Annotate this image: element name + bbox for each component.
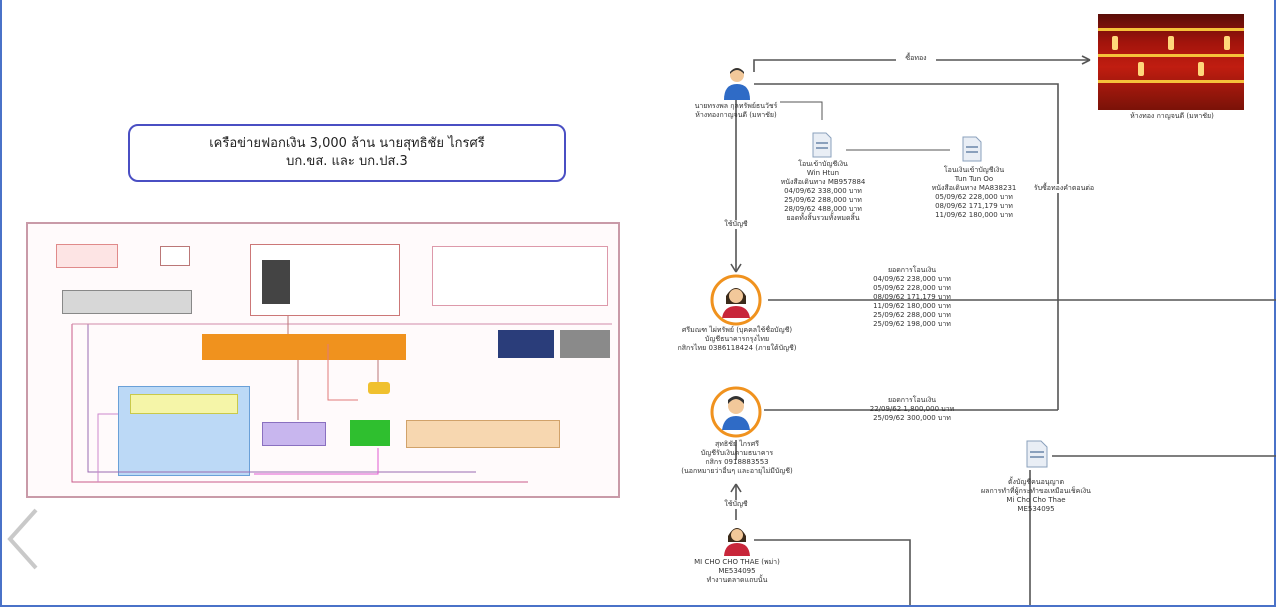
person-man-label: สุทธิชัย ไกรศรี บัญชีรับเงินตามธนาคาร กส… — [668, 440, 806, 476]
diagram-title-line2: บก.ขส. และ บก.ปส.3 — [286, 154, 408, 169]
doc-left-entry: 28/09/62 488,000 บาท — [784, 205, 862, 213]
person-top-org: ห้างทองกาญจนดี (มหาชัย) — [695, 111, 777, 119]
person-man-account: กสิกร 0918883553 — [705, 458, 769, 466]
doc-right-entry: 11/09/62 180,000 บาท — [935, 211, 1013, 219]
thumb-node — [56, 244, 118, 268]
transfer-entry: 11/09/62 180,000 บาท — [873, 302, 951, 310]
transfer-entry: 25/09/62 300,000 บาท — [873, 414, 951, 422]
thumb-orange-bar — [202, 334, 406, 360]
transfer-list-1: ยอดการโอนเงิน 04/09/62 238,000 บาท 05/09… — [852, 266, 972, 329]
thumb-node — [62, 290, 192, 314]
doc-left-line2: Win Htun — [806, 169, 840, 177]
person-female-icon — [724, 528, 750, 556]
person-woman-label: ศรีมณฑ ไผ่ทรัพย์ (บุคคลใช้ชื่อบัญชี) บัญ… — [664, 326, 810, 353]
previous-slide-chevron-icon[interactable] — [2, 504, 42, 574]
person-woman-name: ศรีมณฑ ไผ่ทรัพย์ (บุคคลใช้ชื่อบัญชี) — [681, 326, 793, 334]
person-woman-account: กสิกรไทย 0386118424 (ภายใต้บัญชี) — [677, 344, 797, 352]
person-male-icon — [724, 68, 750, 100]
doc-right-entry: 08/09/62 171,179 บาท — [935, 202, 1013, 210]
doc-left-entry: 25/09/62 288,000 บาท — [784, 196, 862, 204]
doc-bottom-line4: ME534095 — [1017, 505, 1055, 513]
thumb-connectors — [71, 316, 612, 483]
diagram-title-line1: เครือข่ายฟอกเงิน 3,000 ล้าน นายสุทธิชัย … — [209, 136, 485, 151]
edge-right-vertical — [754, 83, 1059, 410]
thumb-photo — [560, 330, 610, 358]
thumb-node — [350, 420, 390, 446]
transfer-entry: 05/09/62 228,000 บาท — [873, 284, 951, 292]
transfer-list-2: ยอดการโอนเงิน 22/09/62 1,800,000 บาท 25/… — [850, 396, 974, 423]
thumb-node — [160, 246, 190, 266]
doc-left-entry: 04/09/62 338,000 บาท — [784, 187, 862, 195]
edge-label-buy-gold: ซื้อทอง — [896, 54, 936, 63]
photo-detail — [1098, 80, 1244, 83]
person-bottom-id: ME534095 — [718, 567, 756, 575]
thumb-node — [130, 394, 238, 414]
doc-left-line1: โอนเข้าบัญชีเงิน — [798, 160, 848, 168]
transfer-entry: 22/09/62 1,800,000 บาท — [869, 405, 955, 413]
thumb-group — [432, 246, 608, 306]
doc-right-line1: โอนเงินเข้าบัญชีเงิน — [943, 166, 1005, 174]
person-man-note: (นอกหมายว่าอื่นๆ และอายุไม่มีบัญชี) — [681, 467, 793, 475]
person-bottom-label: MI CHO CHO THAE (พม่า) ME534095 ทำงานตลา… — [664, 558, 810, 585]
doc-left-footer: ยอดทั้งสิ้นรวมทั้งหมดสิ้น — [786, 214, 860, 222]
thumb-photo — [498, 330, 554, 358]
doc-right-entry: 05/09/62 228,000 บาท — [935, 193, 1013, 201]
transfer-entry: 04/09/62 238,000 บาท — [873, 275, 951, 283]
doc-right-line3: หนังสือเดินทาง MA838231 — [931, 184, 1017, 192]
photo-detail — [1138, 62, 1144, 76]
person-top-name: นายทรงพล กุลทรัพย์ธนวัชร์ — [694, 102, 778, 110]
diagram-title-box: เครือข่ายฟอกเงิน 3,000 ล้าน นายสุทธิชัย … — [128, 124, 566, 182]
edge-buy-gold — [753, 59, 1090, 72]
edge-label-uses-account-2: ใช้บัญชี — [716, 500, 756, 509]
document-icon — [812, 132, 832, 158]
doc-bottom-line1: ตั้งบัญชีคนอนุญาต — [1007, 478, 1065, 486]
edge-label-buy-gold-continued: รับซื้อทองคำตอนต่อ — [1022, 184, 1106, 193]
thumb-photo — [262, 260, 290, 304]
edge-label-uses-account-1: ใช้บัญชี — [716, 220, 756, 229]
person-bottom-name: MI CHO CHO THAE (พม่า) — [694, 558, 780, 566]
shop-caption: ห้างทอง กาญจนดี (มหาชัย) — [1130, 112, 1214, 120]
doc-right-line2: Tun Tun Oo — [954, 175, 994, 183]
person-woman-bank: บัญชีธนาคารกรุงไทย — [704, 335, 770, 343]
thumb-node — [262, 422, 326, 446]
person-female-icon — [710, 274, 762, 326]
doc-left-text: โอนเข้าบัญชีเงิน Win Htun หนังสือเดินทาง… — [768, 160, 878, 223]
doc-bottom-text: ตั้งบัญชีคนอนุญาต ผลการทำที่ผู้กระทำขอเห… — [970, 478, 1102, 514]
person-male-icon — [710, 386, 762, 438]
transfer-entry: 25/09/62 288,000 บาท — [873, 311, 951, 319]
photo-detail — [1198, 62, 1204, 76]
person-bottom-note: ทำงานตลาดแถบนั้น — [706, 576, 768, 584]
photo-detail — [1098, 54, 1244, 57]
photo-detail — [1224, 36, 1230, 50]
network-flowchart-thumbnail — [26, 222, 620, 498]
document-icon — [962, 136, 982, 162]
transfer-list-1-heading: ยอดการโอนเงิน — [887, 266, 937, 274]
transfer-entry: 25/09/62 198,000 บาท — [873, 320, 951, 328]
document-icon — [1026, 440, 1048, 468]
thumb-node — [406, 420, 560, 448]
doc-bottom-line2: ผลการทำที่ผู้กระทำขอเหมือนเช็คเงิน — [981, 487, 1091, 495]
person-man-name: สุทธิชัย ไกรศรี — [715, 440, 759, 448]
doc-right-text: โอนเงินเข้าบัญชีเงิน Tun Tun Oo หนังสือเ… — [914, 166, 1034, 220]
photo-detail — [1112, 36, 1118, 50]
person-man-bank: บัญชีรับเงินตามธนาคาร — [700, 449, 774, 457]
transfer-entry: 08/09/62 171,179 บาท — [873, 293, 951, 301]
photo-detail — [1098, 28, 1244, 31]
doc-bottom-line3: Mi Cho Cho Thae — [1006, 496, 1066, 504]
transfer-list-2-heading: ยอดการโอนเงิน — [887, 396, 937, 404]
gold-shop-photo — [1098, 14, 1244, 110]
photo-detail — [1168, 36, 1174, 50]
doc-left-line3: หนังสือเดินทาง MB957884 — [780, 178, 866, 186]
person-top-label: นายทรงพล กุลทรัพย์ธนวัชร์ ห้างทองกาญจนดี… — [672, 102, 800, 120]
thumb-node — [368, 382, 390, 394]
